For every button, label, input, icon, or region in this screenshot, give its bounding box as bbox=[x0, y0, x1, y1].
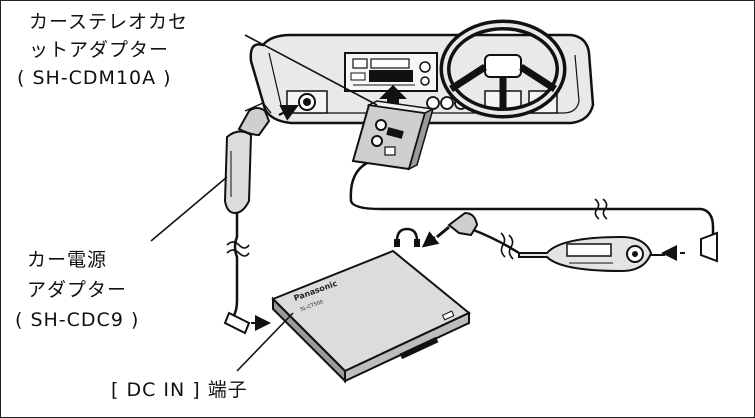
cassette-adapter bbox=[351, 100, 436, 171]
leader-line-dc-in bbox=[236, 312, 294, 372]
steering-wheel bbox=[439, 19, 567, 119]
headphone-icon bbox=[394, 227, 420, 247]
dash-knob bbox=[440, 96, 454, 110]
cassette-cable bbox=[349, 161, 715, 237]
power-adapter-model: ( SH-CDC9 ) bbox=[15, 309, 140, 331]
leader-line-cassette-adapter bbox=[244, 34, 378, 106]
cassette-adapter-label-line2: ットアダプター bbox=[29, 39, 170, 61]
car-power-adapter bbox=[223, 102, 272, 215]
cable-break-mark bbox=[226, 241, 250, 257]
leader-line-power-adapter bbox=[150, 176, 228, 242]
headphone-cable bbox=[470, 227, 520, 255]
dash-knob bbox=[426, 96, 440, 110]
power-adapter-label-line1: カー電源 bbox=[27, 249, 108, 271]
headphone-plug bbox=[436, 211, 479, 239]
car-dashboard bbox=[249, 19, 595, 125]
inline-remote bbox=[518, 235, 653, 273]
cassette-adapter-model: ( SH-CDM10A ) bbox=[17, 67, 172, 89]
cassette-adapter-label-line1: カーステレオカセ bbox=[29, 11, 189, 33]
car-stereo bbox=[344, 52, 438, 92]
power-adapter-label-line2: アダプター bbox=[27, 279, 128, 301]
insert-arrow bbox=[379, 85, 407, 113]
power-cable bbox=[231, 213, 239, 318]
dc-plug bbox=[223, 311, 251, 335]
cable-break-mark bbox=[594, 198, 608, 220]
cassette-plug bbox=[700, 231, 718, 263]
dc-in-terminal-label: [ DC IN ] 端子 bbox=[111, 379, 248, 401]
portable-cd-player: Panasonic SL-CT500 bbox=[271, 249, 471, 384]
cassette-slot bbox=[369, 70, 413, 82]
cable-break-mark bbox=[500, 232, 514, 260]
